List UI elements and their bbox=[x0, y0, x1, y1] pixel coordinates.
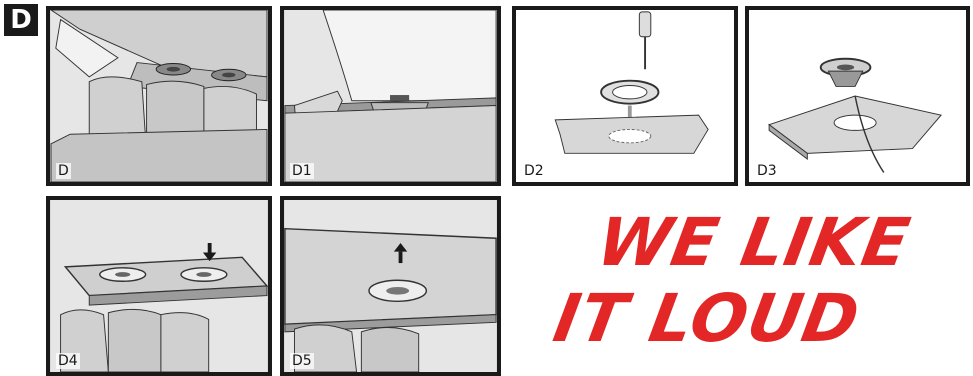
speaker-cross-section-illustration bbox=[284, 10, 497, 182]
arrow-down-icon bbox=[50, 200, 268, 372]
panel-label: D2 bbox=[522, 163, 546, 179]
panel-label: D1 bbox=[290, 163, 314, 179]
section-badge: D bbox=[4, 4, 38, 36]
arrow-up-icon bbox=[284, 200, 497, 372]
slogan-logo: WE LIKE IT LOUD bbox=[545, 205, 973, 375]
panel-label: D bbox=[56, 163, 71, 179]
panel-d1: D1 bbox=[280, 6, 501, 186]
panel-d: D bbox=[46, 6, 272, 186]
panel-label: D4 bbox=[56, 353, 80, 369]
slogan-line-2: IT LOUD bbox=[548, 281, 971, 357]
car-rear-deck-illustration bbox=[50, 10, 268, 182]
drill-template-illustration bbox=[516, 10, 734, 182]
panel-label: D5 bbox=[290, 353, 314, 369]
speaker-mount-illustration bbox=[749, 10, 966, 182]
panel-d4: D4 bbox=[46, 196, 272, 376]
panel-d3: D3 bbox=[745, 6, 970, 186]
slogan-line-1: WE LIKE bbox=[562, 205, 973, 281]
panel-label: D3 bbox=[755, 163, 779, 179]
panel-d2: D2 bbox=[512, 6, 738, 186]
panel-d5: D5 bbox=[280, 196, 501, 376]
